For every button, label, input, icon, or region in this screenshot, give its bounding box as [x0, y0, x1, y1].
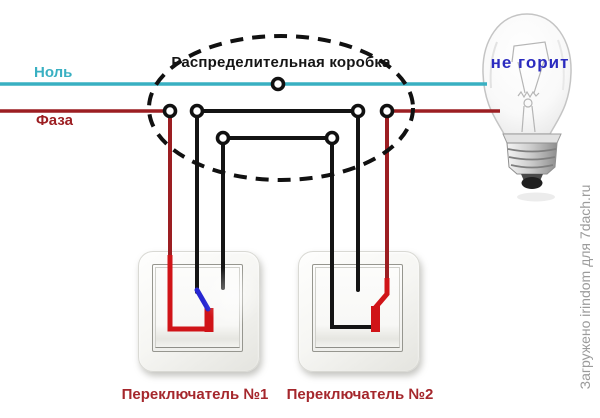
terminal-lamp-phase: [379, 103, 395, 119]
bulb-collar: [502, 133, 562, 144]
bulb-screw-threads: [507, 148, 557, 169]
bulb-glass: [482, 13, 572, 135]
terminal-traveler-outer-left: [189, 103, 205, 119]
switch2-toggle-contact: [373, 278, 390, 310]
terminal-neutral: [270, 76, 286, 92]
terminal-traveler-inner-right: [324, 130, 340, 146]
terminal-phase-in: [162, 103, 178, 119]
light-bulb: [482, 13, 572, 202]
switch1-label: Переключатель №1: [121, 386, 269, 403]
bulb-contact-tip: [521, 177, 543, 189]
bulb-glass-highlight: [489, 41, 498, 89]
switch2-label: Переключатель №2: [286, 386, 434, 403]
terminal-group: [162, 76, 395, 146]
bulb-status-label: не горит: [490, 53, 570, 72]
terminal-traveler-inner-left: [215, 130, 231, 146]
bulb-shadow: [517, 192, 555, 202]
bulb-glass-highlight-2: [557, 39, 565, 91]
switch1-glare: [203, 266, 263, 326]
bulb-filament: [511, 41, 550, 133]
neutral-label: Ноль: [34, 64, 73, 81]
junction-box-ellipse: [147, 34, 415, 182]
switch2-traveler2-drop: [330, 138, 373, 329]
terminal-traveler-outer-right: [350, 103, 366, 119]
watermark-text: Загружено irindom для 7dach.ru: [577, 184, 593, 390]
switch1-common-wire: [167, 255, 206, 332]
junction-box-label: Распределительная коробка: [171, 54, 391, 71]
switch1-contact-stub: [204, 308, 214, 332]
switch2-contact-stub: [371, 306, 380, 332]
phase-label: Фаза: [36, 112, 73, 129]
